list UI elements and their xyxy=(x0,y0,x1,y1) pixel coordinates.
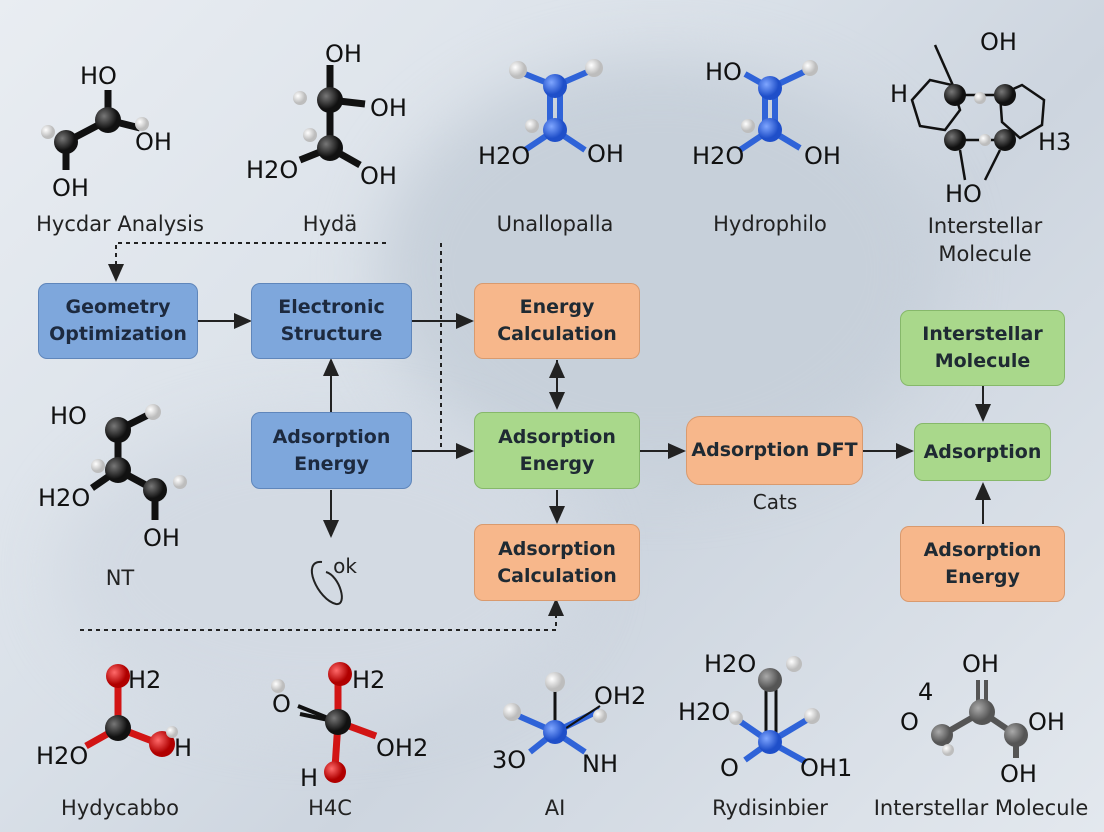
molecule-1: HO OH OH xyxy=(41,62,172,202)
svg-text:OH: OH xyxy=(962,650,999,678)
svg-text:H2: H2 xyxy=(128,666,161,694)
svg-text:O: O xyxy=(900,708,919,736)
svg-text:OH: OH xyxy=(1028,708,1065,736)
svg-text:OH: OH xyxy=(143,524,180,552)
molecule-b1: H2 H2O H xyxy=(36,664,192,770)
svg-text:H: H xyxy=(300,764,318,792)
svg-text:OH: OH xyxy=(135,128,172,156)
svg-text:H2O: H2O xyxy=(246,156,298,184)
svg-text:H2: H2 xyxy=(352,666,385,694)
svg-text:OH2: OH2 xyxy=(376,734,428,762)
svg-text:H2O: H2O xyxy=(692,142,744,170)
svg-text:NH: NH xyxy=(582,750,618,778)
molecule-label-b5: Interstellar Molecule xyxy=(873,796,1089,820)
molecule-b3: OH2 3O NH xyxy=(492,672,646,778)
svg-text:3O: 3O xyxy=(492,746,526,774)
svg-text:OH: OH xyxy=(1000,760,1037,788)
svg-text:H2O: H2O xyxy=(36,742,88,770)
svg-text:HO: HO xyxy=(50,402,87,430)
molecule-label-b1: Hydycabbo xyxy=(61,796,179,820)
adsorption-dft-box: Adsorption DFT xyxy=(686,416,863,485)
energy-calculation-box: Energy Calculation xyxy=(474,283,640,359)
molecule-4: HO H2O OH xyxy=(692,58,841,170)
adsorption-energy-box-green: Adsorption Energy xyxy=(474,412,640,489)
molecule-label-3: Unallopalla xyxy=(496,212,614,236)
svg-text:OH2: OH2 xyxy=(594,682,646,710)
molecule-b2: H2 O OH2 H xyxy=(271,662,428,792)
svg-text:H3: H3 xyxy=(1038,128,1071,156)
svg-text:O: O xyxy=(720,754,739,782)
svg-text:HO: HO xyxy=(80,62,117,90)
molecule-label-b4: Rydisinbier xyxy=(712,796,828,820)
svg-text:OH: OH xyxy=(804,142,841,170)
ok-label: ok xyxy=(333,554,357,578)
molecule-b5: OH 4 O OH OH xyxy=(900,650,1065,788)
svg-text:H2O: H2O xyxy=(678,698,730,726)
molecule-label-4: Hydrophilo xyxy=(713,212,827,236)
svg-text:HO: HO xyxy=(945,180,982,208)
molecule-5: OH H H3 HO xyxy=(890,28,1071,208)
svg-text:O: O xyxy=(272,690,291,718)
svg-text:HO: HO xyxy=(705,58,742,86)
electronic-structure-box: Electronic Structure xyxy=(251,283,412,359)
molecule-label-1: Hycdar Analysis xyxy=(36,212,204,236)
svg-text:OH1: OH1 xyxy=(800,754,852,782)
adsorption-calculation-box: Adsorption Calculation xyxy=(474,524,640,601)
svg-text:OH: OH xyxy=(360,162,397,190)
molecule-label-6: NT xyxy=(105,566,135,590)
svg-text:OH: OH xyxy=(980,28,1017,56)
svg-text:OH: OH xyxy=(325,40,362,68)
svg-text:4: 4 xyxy=(918,678,933,706)
connectors xyxy=(80,242,991,631)
molecule-6: HO H2O OH xyxy=(38,402,187,552)
svg-text:H2O: H2O xyxy=(704,650,756,678)
background-shape xyxy=(380,60,940,480)
svg-text:H2O: H2O xyxy=(478,142,530,170)
adsorption-energy-box-blue: Adsorption Energy xyxy=(251,412,412,489)
molecule-label-b3: AI xyxy=(544,796,566,820)
svg-text:H: H xyxy=(890,80,908,108)
molecule-2: OH OH H2O OH xyxy=(246,40,407,190)
interstellar-molecule-box: Interstellar Molecule xyxy=(900,310,1065,386)
svg-text:H2O: H2O xyxy=(38,484,90,512)
adsorption-energy-box-right: Adsorption Energy xyxy=(900,526,1065,602)
geometry-optimization-box: Geometry Optimization xyxy=(38,283,198,359)
molecule-label-2: Hydä xyxy=(302,212,358,236)
adsorption-box: Adsorption xyxy=(914,423,1051,481)
molecule-label-b2: H4C xyxy=(308,796,352,820)
svg-text:OH: OH xyxy=(370,94,407,122)
molecule-label-5: Interstellar Molecule xyxy=(927,214,1043,266)
molecule-b4: H2O H2O O OH1 xyxy=(678,650,852,782)
svg-text:H: H xyxy=(174,734,192,762)
cats-label: Cats xyxy=(752,490,798,514)
molecule-3: H2O OH xyxy=(478,59,624,170)
svg-text:OH: OH xyxy=(52,174,89,202)
svg-text:OH: OH xyxy=(587,140,624,168)
